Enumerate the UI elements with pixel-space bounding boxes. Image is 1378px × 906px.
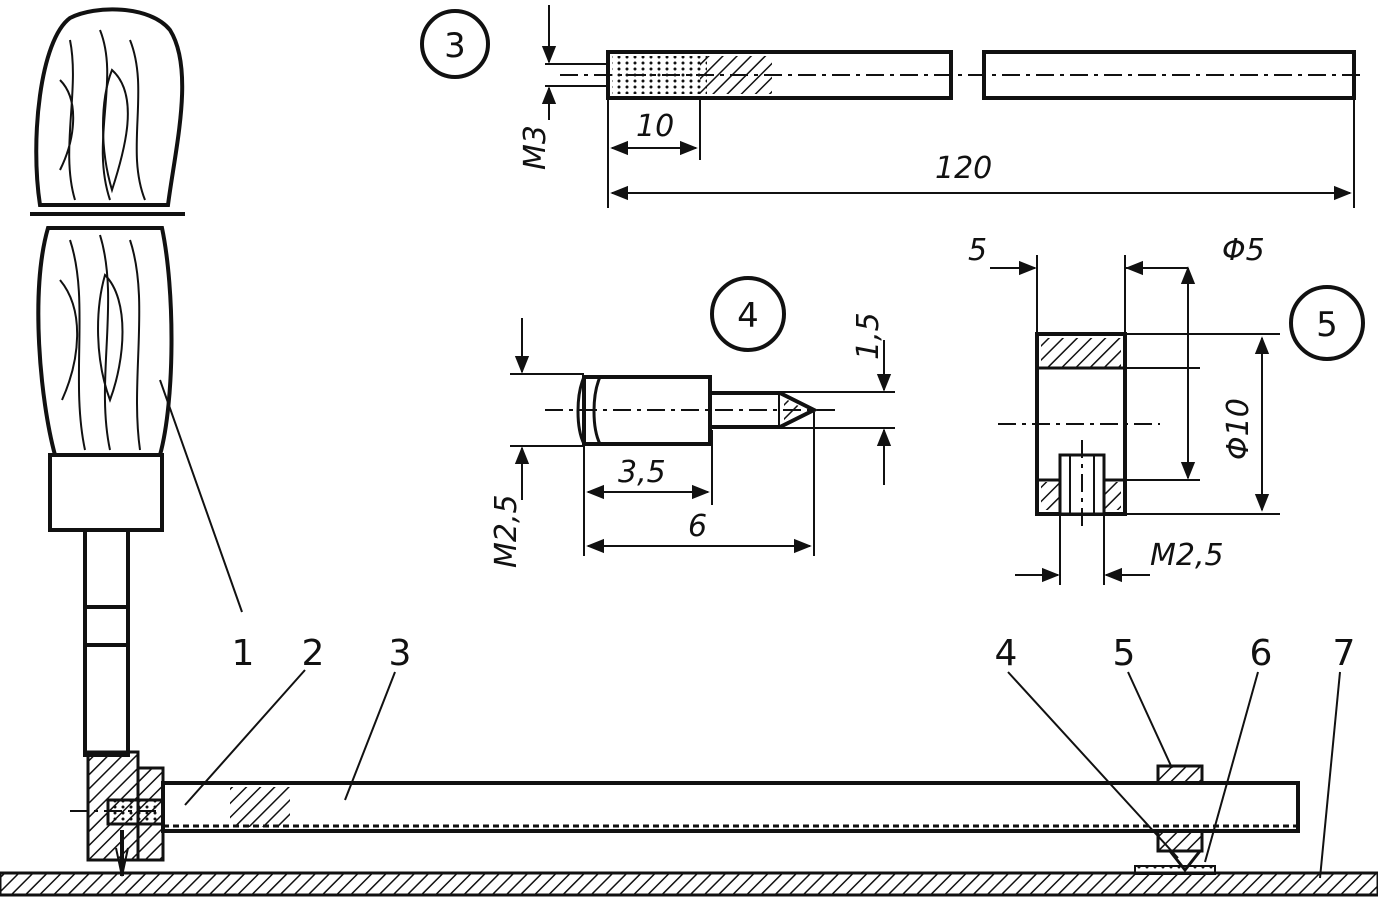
- callout-5: 5: [1113, 633, 1136, 674]
- part5-outer-label: Φ10: [1221, 398, 1256, 460]
- base-plate: [0, 871, 1378, 897]
- detail-marker-4-label: 4: [737, 296, 759, 336]
- part4-thread-label: M2,5: [489, 494, 524, 568]
- detail-4-drawing: 4 M2,5 3,5 6 1,5: [489, 276, 895, 568]
- assembly-drawing: [0, 750, 1378, 897]
- part3-thread-label: M3: [518, 125, 553, 170]
- part4-dim-a-label: 3,5: [618, 455, 666, 490]
- part5-thread-label: M2,5: [1150, 538, 1224, 573]
- callout-2: 2: [302, 633, 325, 674]
- callout-3: 3: [389, 633, 412, 674]
- detail-marker-5: [1289, 285, 1365, 361]
- detail-marker-4: [710, 276, 786, 352]
- part3-length-label: 120: [935, 151, 992, 186]
- callout-4: 4: [995, 633, 1018, 674]
- part5-width-label: 5: [968, 233, 987, 268]
- tube: [161, 781, 1300, 833]
- detail-marker-5-label: 5: [1316, 305, 1338, 345]
- part4-dim-c-label: 1,5: [851, 312, 886, 360]
- part3-thread-length-label: 10: [636, 109, 674, 144]
- detail-marker-3-label: 3: [444, 26, 466, 66]
- callout-7: 7: [1333, 633, 1356, 674]
- part5-hole-label: Φ5: [1222, 233, 1265, 268]
- detail-3-drawing: 3 M3 10 120: [420, 5, 1365, 208]
- part4-dim-b-label: 6: [688, 509, 707, 544]
- callout-leaders: [159, 379, 1341, 879]
- detail-marker-3: [420, 9, 490, 79]
- detail-5-drawing: 5 5 Φ5 Φ10 M2,5: [968, 233, 1365, 585]
- callout-6: 6: [1250, 633, 1273, 674]
- callout-1: 1: [232, 633, 255, 674]
- screwdriver-handle: [30, 7, 185, 757]
